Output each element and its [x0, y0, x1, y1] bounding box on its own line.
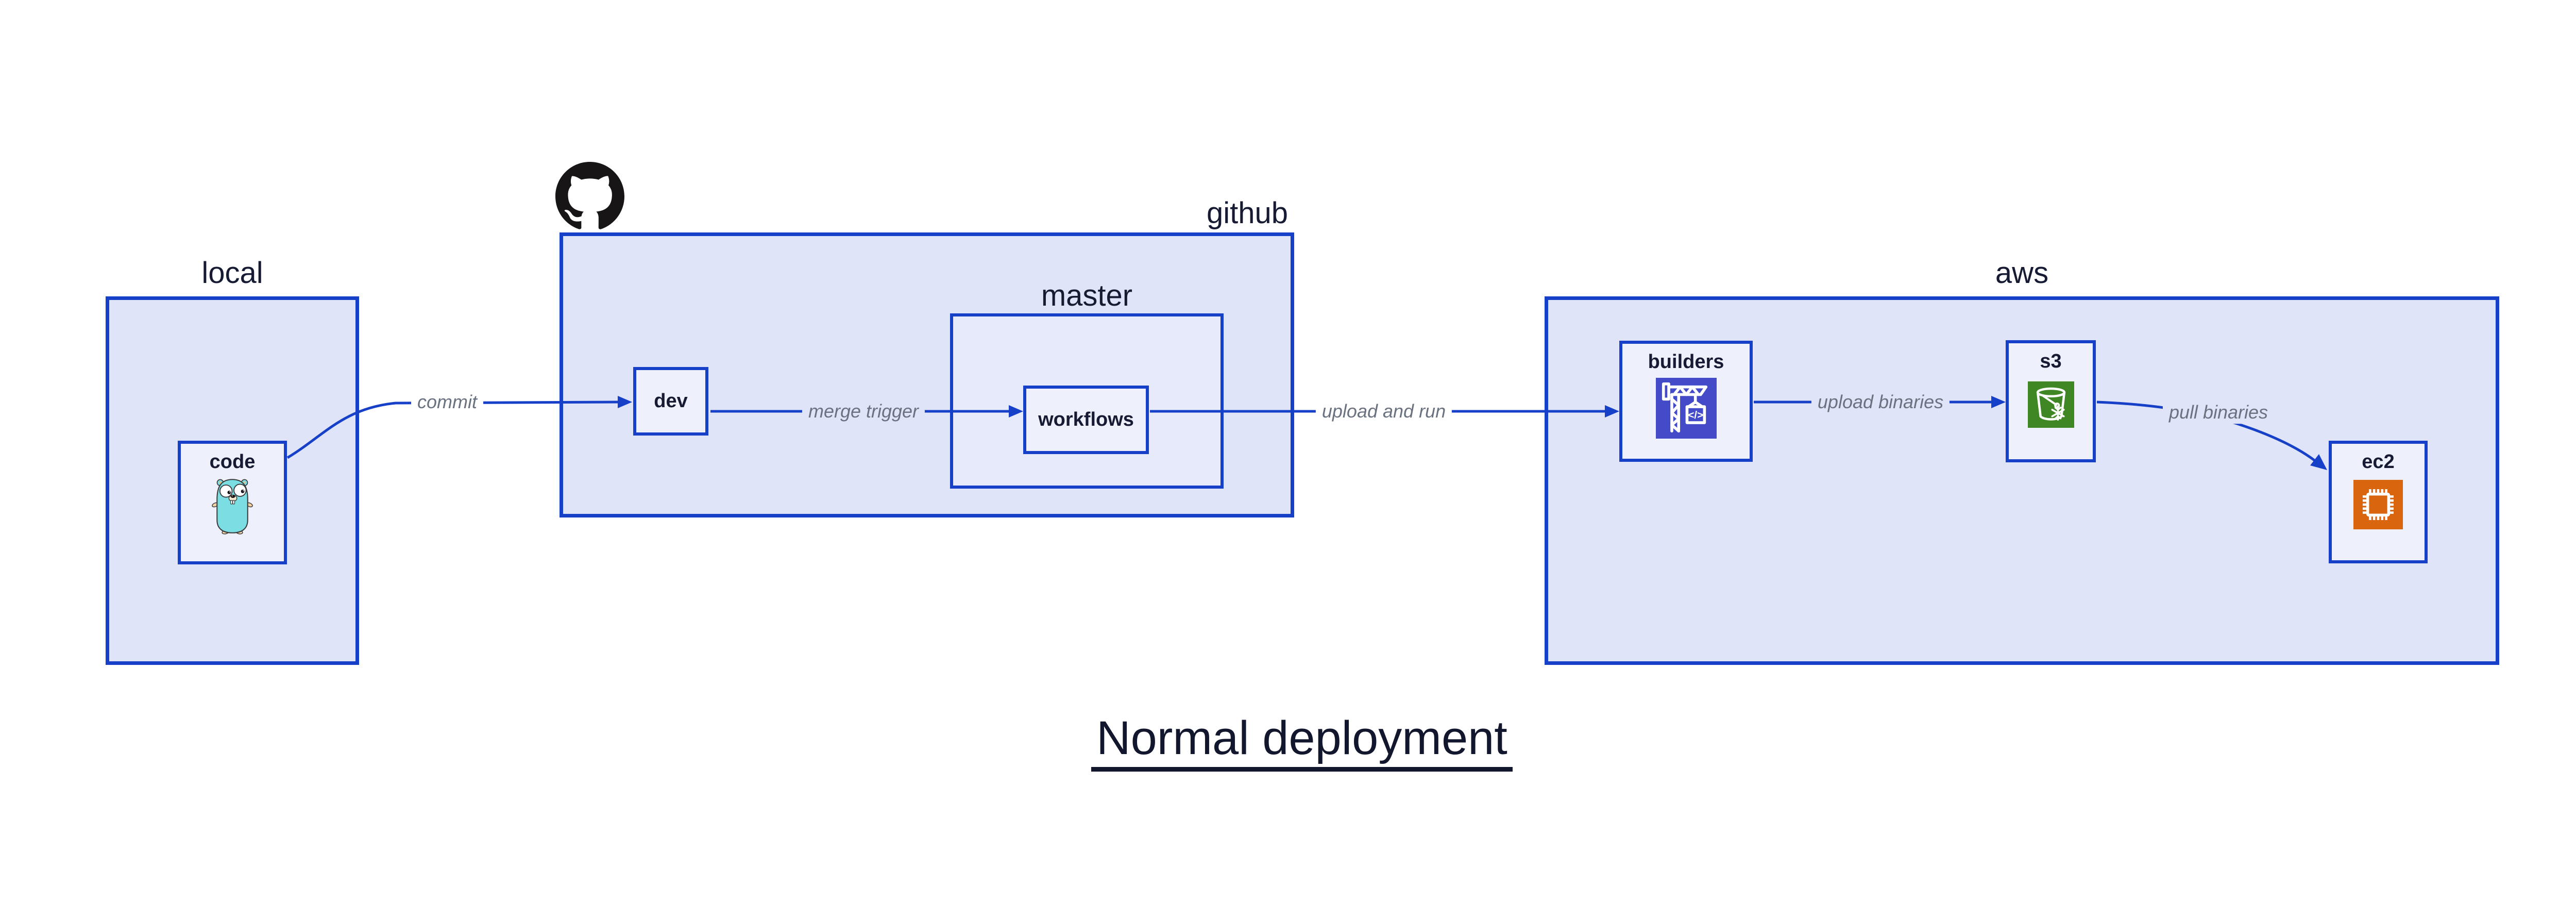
edge-label-pull-binaries: pull binaries — [2162, 401, 2275, 424]
s3-glacier-bucket-icon — [2027, 381, 2074, 430]
edge-label-commit: commit — [411, 391, 483, 413]
node-workflows: workflows — [1023, 386, 1149, 454]
master-container-label: master — [1041, 279, 1133, 312]
codebuild-icon-code-glyph: </> — [1688, 409, 1703, 421]
diagram-title-text: Normal deployment — [1091, 712, 1513, 772]
node-builders: builders </> — [1619, 341, 1753, 462]
node-s3: s3 — [2006, 340, 2096, 462]
aws-container-label: aws — [1995, 256, 2049, 290]
node-dev-label: dev — [654, 390, 688, 412]
node-dev: dev — [633, 367, 708, 436]
node-s3-label: s3 — [2040, 350, 2062, 372]
codebuild-crane-icon: </> — [1655, 377, 1717, 441]
node-ec2-label: ec2 — [2362, 451, 2395, 473]
node-ec2: ec2 — [2329, 441, 2428, 563]
diagram-title: Normal deployment — [0, 712, 2576, 772]
node-workflows-label: workflows — [1038, 408, 1134, 430]
edge-label-upload-and-run: upload and run — [1315, 400, 1452, 423]
node-builders-label: builders — [1648, 351, 1724, 373]
ec2-chip-icon — [2353, 479, 2403, 532]
go-gopher-icon — [211, 478, 253, 537]
node-code-label: code — [209, 451, 256, 473]
node-code: code — [178, 441, 287, 564]
github-container-label: github — [1206, 196, 1288, 230]
edge-label-upload-binaries: upload binaries — [1811, 391, 1950, 413]
edge-label-merge-trigger: merge trigger — [802, 400, 925, 423]
github-octocat-icon — [555, 162, 624, 231]
local-container-label: local — [201, 256, 263, 290]
